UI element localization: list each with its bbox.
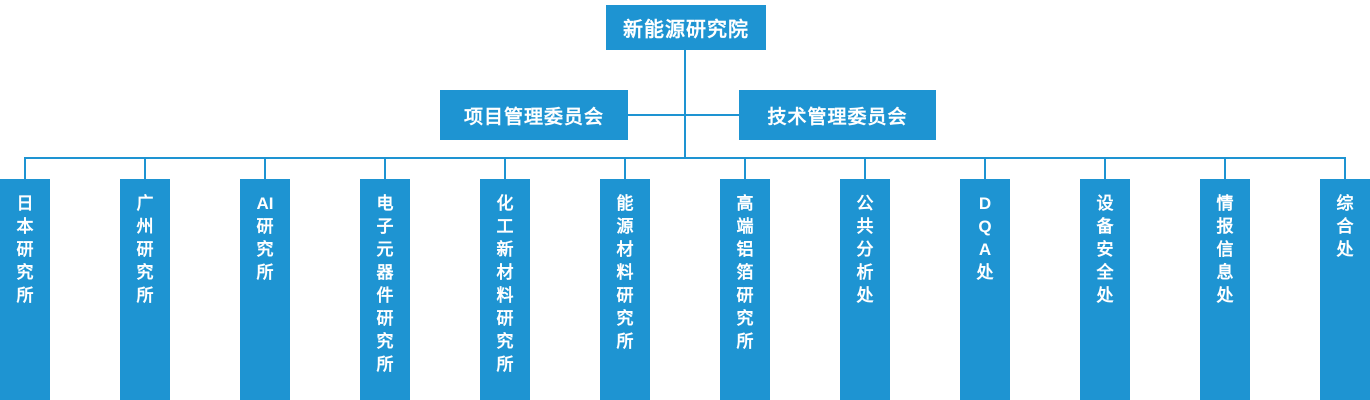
vertical-char: 所 (496, 355, 514, 374)
connector-children-bar (24, 157, 1346, 159)
vertical-char: AI (256, 194, 274, 213)
vertical-char: 料 (496, 286, 514, 305)
connector-drop-1 (24, 157, 26, 180)
vertical-char: 源 (616, 217, 634, 236)
vertical-char: 共 (856, 217, 874, 236)
node-japan-research-institute: 日本研究所 (0, 179, 50, 400)
vertical-char: 件 (376, 286, 394, 305)
vertical-char: 处 (976, 263, 994, 282)
vertical-char: Q (978, 217, 992, 236)
vertical-char: 究 (16, 263, 34, 282)
node-chemical-new-materials-institute: 化工新材料研究所 (480, 179, 530, 400)
vertical-char: 析 (856, 263, 874, 282)
vertical-char: 箔 (736, 263, 754, 282)
vertical-char: 处 (1216, 286, 1234, 305)
committee-label: 技术管理委员会 (767, 106, 908, 128)
node-root-institute: 新能源研究院 (606, 5, 766, 50)
vertical-char: D (978, 194, 992, 213)
node-public-analysis-dept: 公共分析处 (840, 179, 890, 400)
vertical-char: 设 (1096, 194, 1114, 213)
connector-drop-2 (144, 157, 146, 180)
vertical-char: 本 (16, 217, 34, 236)
connector-drop-11 (1224, 157, 1226, 180)
connector-drop-7 (744, 157, 746, 180)
vertical-char: 化 (496, 194, 514, 213)
vertical-char: 究 (736, 309, 754, 328)
connector-drop-5 (504, 157, 506, 180)
vertical-char: 所 (16, 286, 34, 305)
connector-drop-12 (1344, 157, 1346, 180)
connector-drop-4 (384, 157, 386, 180)
vertical-char: 研 (256, 217, 274, 236)
vertical-char: 能 (616, 194, 634, 213)
vertical-char: 究 (376, 332, 394, 351)
vertical-char: 处 (1336, 240, 1354, 259)
vertical-char: 综 (1336, 194, 1354, 213)
vertical-char: 子 (376, 217, 394, 236)
vertical-char: 究 (136, 263, 154, 282)
node-project-management-committee: 项目管理委员会 (440, 90, 628, 140)
connector-committee-bar (627, 114, 740, 116)
vertical-char: 元 (376, 240, 394, 259)
vertical-char: 新 (496, 240, 514, 259)
vertical-char: 报 (1216, 217, 1234, 236)
vertical-char: 息 (1216, 263, 1234, 282)
vertical-char: 全 (1096, 263, 1114, 282)
vertical-char: 研 (616, 286, 634, 305)
vertical-char: 材 (496, 263, 514, 282)
node-general-affairs-dept: 综合处 (1320, 179, 1370, 400)
vertical-char: 研 (736, 286, 754, 305)
connector-drop-9 (984, 157, 986, 180)
node-equipment-safety-dept: 设备安全处 (1080, 179, 1130, 400)
vertical-char: 究 (496, 332, 514, 351)
connector-drop-8 (864, 157, 866, 180)
vertical-char: 处 (1096, 286, 1114, 305)
connector-drop-3 (264, 157, 266, 180)
vertical-char: 端 (736, 217, 754, 236)
vertical-char: 分 (856, 240, 874, 259)
vertical-char: 高 (736, 194, 754, 213)
vertical-char: 究 (616, 309, 634, 328)
vertical-char: 究 (256, 240, 274, 259)
vertical-char: 公 (856, 194, 874, 213)
node-electronic-components-institute: 电子元器件研究所 (360, 179, 410, 400)
vertical-char: 所 (136, 286, 154, 305)
vertical-char: 工 (496, 217, 514, 236)
vertical-char: 情 (1216, 194, 1234, 213)
vertical-char: 器 (376, 263, 394, 282)
vertical-char: 所 (616, 332, 634, 351)
vertical-char: 所 (736, 332, 754, 351)
connector-drop-6 (624, 157, 626, 180)
vertical-char: 广 (136, 194, 154, 213)
vertical-char: A (978, 240, 992, 259)
vertical-char: 州 (136, 217, 154, 236)
vertical-char: 合 (1336, 217, 1354, 236)
vertical-char: 备 (1096, 217, 1114, 236)
vertical-char: 材 (616, 240, 634, 259)
vertical-char: 所 (256, 263, 274, 282)
node-root-label: 新能源研究院 (623, 19, 749, 41)
vertical-char: 日 (16, 194, 34, 213)
vertical-char: 铝 (736, 240, 754, 259)
vertical-char: 研 (376, 309, 394, 328)
vertical-char: 所 (376, 355, 394, 374)
vertical-char: 料 (616, 263, 634, 282)
connector-root-vertical (684, 49, 686, 159)
node-technology-management-committee: 技术管理委员会 (739, 90, 936, 140)
node-ai-research-institute: AI 研究所 (240, 179, 290, 400)
connector-drop-10 (1104, 157, 1106, 180)
vertical-char: 研 (136, 240, 154, 259)
node-high-end-aluminum-foil-institute: 高端铝箔研究所 (720, 179, 770, 400)
node-guangzhou-research-institute: 广州研究所 (120, 179, 170, 400)
vertical-char: 安 (1096, 240, 1114, 259)
node-intelligence-information-dept: 情报信息处 (1200, 179, 1250, 400)
vertical-char: 信 (1216, 240, 1234, 259)
vertical-char: 处 (856, 286, 874, 305)
vertical-char: 研 (496, 309, 514, 328)
vertical-char: 电 (376, 194, 394, 213)
vertical-char: 研 (16, 240, 34, 259)
committee-label: 项目管理委员会 (463, 106, 604, 128)
node-energy-materials-institute: 能源材料研究所 (600, 179, 650, 400)
